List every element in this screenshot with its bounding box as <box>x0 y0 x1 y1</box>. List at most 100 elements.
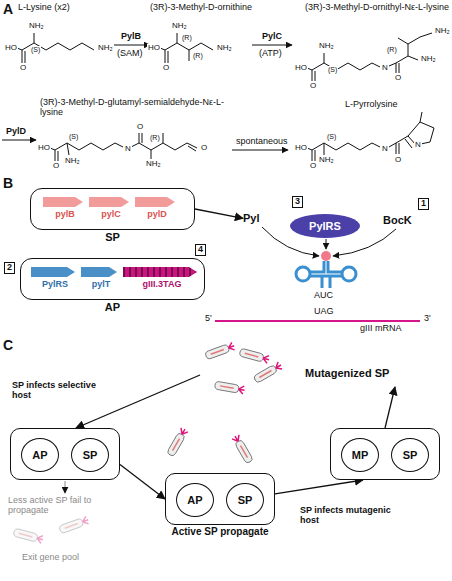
gene-arrow: pylC <box>89 195 133 223</box>
plasmid-circle: SP <box>226 483 264 517</box>
gene-arrow: pylB <box>43 195 87 223</box>
label-text: O <box>309 82 317 91</box>
label-text: N <box>381 145 389 154</box>
plasmid-box: SPpylBpylCpylD <box>30 188 195 230</box>
connector-arrow <box>120 464 165 499</box>
callout-number: 4 <box>195 244 206 256</box>
edge-label: SP infects selective host <box>12 380 107 401</box>
host-cell: APSP <box>10 428 120 480</box>
host-cell: MPSP <box>330 428 440 480</box>
label-text: (R) <box>181 34 193 42</box>
gene-arrow: gIII.3TAG <box>123 265 201 293</box>
panel-letter: C <box>3 338 13 353</box>
gene-arrow-shape <box>89 195 129 208</box>
label-text: HO <box>294 64 308 73</box>
label-text: NH₂ <box>97 44 114 53</box>
label-text: (S) <box>327 66 338 74</box>
label-text: NH₂ <box>318 156 335 165</box>
trna-loop <box>342 267 356 281</box>
node-text: Mutagenized SP <box>305 367 389 380</box>
node-text: pylT <box>81 279 121 289</box>
node-text: BocK <box>383 214 412 227</box>
callout-number: 2 <box>4 262 15 274</box>
host-cell: Active SP propagateAPSP <box>165 473 275 525</box>
label-text: PylB <box>121 32 141 42</box>
gene-arrow: pylD <box>135 195 179 223</box>
node-text: Active SP propagate <box>171 526 268 538</box>
label-text: PylD <box>6 127 26 137</box>
loss-arrow <box>65 481 66 493</box>
label-text: (3R)-3-Methyl-D-ornithyl-Nε-L-lysine <box>305 3 450 13</box>
label-text: Exit gene pool <box>22 553 79 563</box>
node-text: AP <box>105 301 120 314</box>
label-text: 3' <box>424 314 431 324</box>
label-text: O <box>200 144 208 153</box>
panel-letter: B <box>3 176 13 191</box>
label-text: NH₂ <box>64 157 81 166</box>
molecule-label: BocK <box>383 214 412 227</box>
label-text: (R) <box>386 46 398 54</box>
connector-arrow <box>385 387 395 428</box>
amino-acid-dot <box>321 251 331 261</box>
label-text: gIII mRNA <box>360 324 402 334</box>
node-text: SP <box>105 231 120 244</box>
node-text: pylB <box>43 209 87 219</box>
label-text: 5' <box>205 314 212 324</box>
reaction-arrows <box>2 45 292 150</box>
node-text: gIII.3TAG <box>123 279 201 289</box>
gene-arrow-shape <box>43 195 83 208</box>
label-text: (R) <box>149 134 161 142</box>
plasmid-circle: AP <box>21 438 59 472</box>
label-text: AUC <box>314 291 333 301</box>
label-text: (S) <box>326 133 337 141</box>
chemical-structures <box>17 33 434 161</box>
label-text: NH₂ <box>171 22 188 31</box>
panel-letter: A <box>3 2 13 17</box>
node-text: PylRS <box>31 279 79 289</box>
label-text: O <box>19 64 27 73</box>
label-text: O <box>136 123 144 132</box>
label-text: O <box>52 162 60 171</box>
label-text: UAG <box>314 307 334 317</box>
phage-group: Mutagenized SP <box>200 345 395 405</box>
connector-arrow <box>195 209 243 218</box>
node-text: AP <box>32 449 47 462</box>
label-text: (S) <box>30 46 41 54</box>
node-text: Pyl <box>243 212 260 225</box>
label-text: (S) <box>68 133 79 141</box>
node-text: pylC <box>89 209 133 219</box>
callout-number: 3 <box>292 196 303 208</box>
label-text: (3R)-3-Methyl-D-ornithine <box>150 3 252 13</box>
edge-label: SP infects mutagenic host <box>300 505 405 526</box>
node-text: SP <box>238 494 253 507</box>
gene-arrow-shape <box>31 265 75 278</box>
label-text: HO <box>4 44 18 53</box>
label-text: (R) <box>192 52 204 60</box>
label-text: N <box>414 141 422 150</box>
label-text: (SAM) <box>117 49 143 59</box>
label-text: NH₂ <box>420 55 437 64</box>
label-text: N <box>381 64 389 73</box>
plasmid-box: APPylRSpylTgIII.3TAG <box>20 258 205 300</box>
plasmid-circle: AP <box>176 483 214 517</box>
label-text: (ATP) <box>259 49 282 59</box>
gene-arrow-shape <box>135 195 175 208</box>
enzyme-ellipse: PylRS <box>290 214 360 238</box>
node-text: AP <box>187 494 202 507</box>
label-text: (3R)-3-Methyl-D-glutamyl-semialdehyde-Nε… <box>40 98 235 118</box>
label-text: L-Lysine (x2) <box>18 3 70 13</box>
label-text: HO <box>147 44 161 53</box>
phages <box>13 342 283 544</box>
label-text: NH₂ <box>28 22 45 31</box>
gene-arrow: PylRS <box>31 265 79 293</box>
label-text: HO <box>37 144 51 153</box>
label-text: O <box>394 74 402 83</box>
gene-arrow: pylT <box>81 265 121 293</box>
node-text: pylD <box>135 209 179 219</box>
trna-loop <box>296 267 310 281</box>
plasmid-circle: SP <box>391 438 429 472</box>
label-text: HO <box>294 144 308 153</box>
label-text: NH₂ <box>318 42 335 51</box>
label-text: L-Pyrrolysine <box>345 100 398 110</box>
callout-number: 1 <box>418 198 429 210</box>
